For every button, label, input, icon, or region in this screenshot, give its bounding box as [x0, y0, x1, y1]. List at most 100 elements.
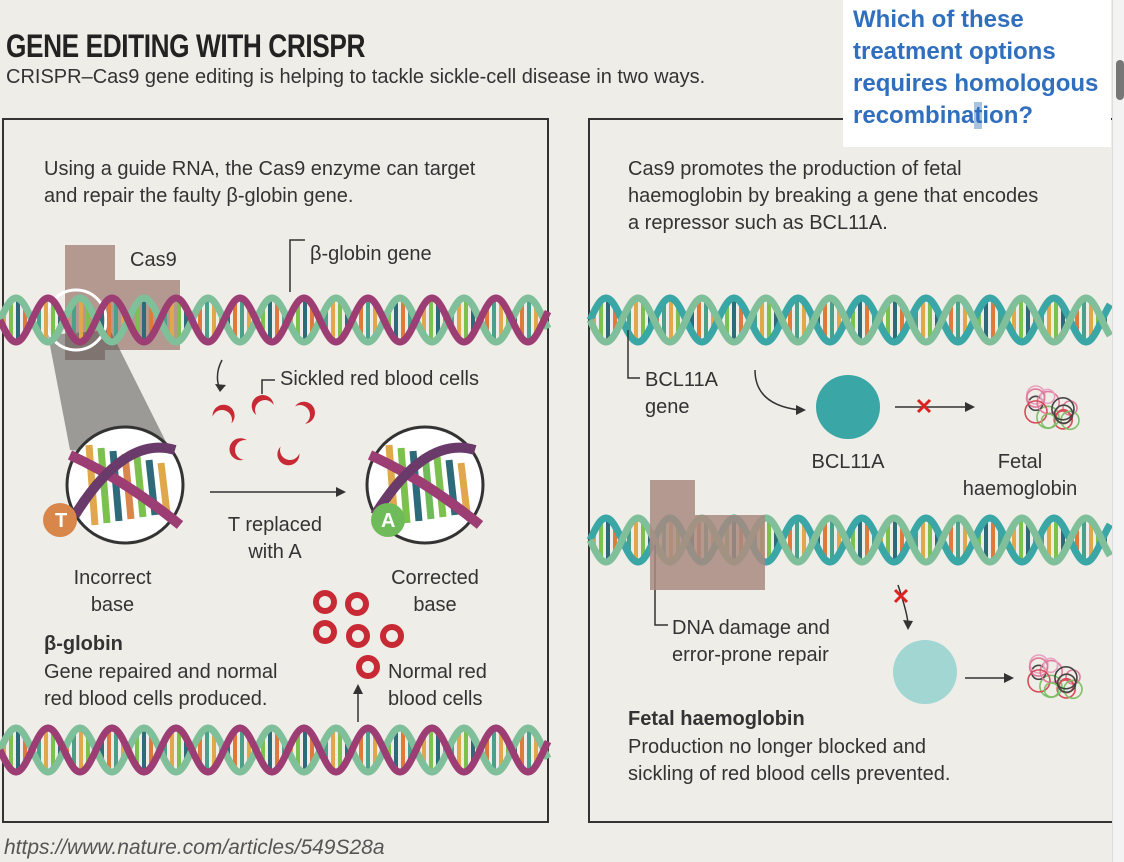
arrow-gene-to-protein: [754, 369, 801, 411]
question-line4: recombination?: [853, 100, 1098, 132]
damage-line2: error-prone repair: [672, 644, 829, 666]
normal-red-cell: [356, 655, 380, 679]
question-text[interactable]: Which of these treatment options require…: [853, 4, 1098, 132]
question-line3: requires homologous: [853, 70, 1099, 97]
fetal-haemoglobin-tangle: [1024, 385, 1080, 431]
dna-damage-label: DNA damage and error-prone repair: [672, 615, 830, 669]
haemoglobin-strand: [1028, 657, 1049, 677]
fetal-haemoglobin-heading: Fetal haemoglobin: [628, 708, 805, 730]
haemoglobin-strand: [1056, 673, 1077, 694]
fetal-haemoglobin-caption: Production no longer blocked and sicklin…: [628, 734, 950, 788]
dna-strand: [0, 294, 552, 346]
dna-helix: [0, 294, 552, 346]
dna-strand: [0, 724, 552, 776]
beta-globin-heading: β-globin: [44, 633, 123, 655]
dna-strand: [586, 294, 1114, 346]
normal-line1: Normal red: [388, 661, 487, 683]
dna-strand: [586, 294, 1114, 346]
right-caption-line2: sickling of red blood cells prevented.: [628, 763, 951, 785]
beta-globin-gene-label: β-globin gene: [310, 243, 432, 265]
fetal-haemoglobin-tangle: [1027, 654, 1083, 700]
badge-t: T: [55, 510, 68, 532]
sickled-red-cell: [251, 395, 274, 415]
sickled-red-cell: [229, 438, 247, 461]
replace-label: T replaced with A: [200, 512, 350, 566]
corrected-line1: Corrected: [391, 567, 479, 589]
haemoglobin-strand: [1054, 666, 1078, 690]
incorrect-base-label: Incorrect base: [40, 565, 185, 619]
blocked-x-icon: [916, 398, 932, 414]
base-pair: [97, 447, 111, 524]
right-caption-line1: Production no longer blocked and: [628, 736, 926, 758]
inactive-bcl11a-circle: [893, 640, 957, 704]
cas9-label: Cas9: [130, 249, 177, 271]
fetal-line2: haemoglobin: [962, 478, 1078, 500]
dna-strand: [70, 442, 177, 518]
cas9-enzyme-shape-right: [650, 480, 765, 590]
sickled-red-cell: [277, 446, 300, 466]
leader-bcl11a: [627, 330, 640, 379]
base-pair: [433, 456, 447, 518]
haemoglobin-strand: [1024, 400, 1048, 424]
beta-globin-caption: Gene repaired and normal red blood cells…: [44, 659, 277, 713]
sickled-red-cell: [212, 404, 235, 424]
bcl11a-gene-label: BCL11A gene: [645, 367, 718, 421]
haemoglobin-strand: [1042, 657, 1059, 674]
haemoglobin-strand: [1027, 669, 1051, 693]
dna-helix: [586, 294, 1114, 346]
left-panel: [2, 118, 549, 823]
base-pair: [157, 462, 171, 514]
page-subtitle: CRISPR–Cas9 gene editing is helping to t…: [6, 66, 706, 88]
haemoglobin-strand: [1056, 679, 1076, 699]
haemoglobin-strand: [1051, 397, 1075, 421]
leader-gene: [289, 239, 305, 292]
question-line4-pre: recombina: [853, 102, 975, 129]
caption-line2: red blood cells produced.: [44, 688, 268, 710]
normal-red-cell: [346, 624, 370, 648]
text-selection-caret[interactable]: t: [974, 102, 983, 129]
question-line2: treatment options: [853, 38, 1056, 65]
fetal-haemoglobin-label: Fetal haemoglobin: [945, 449, 1095, 503]
normal-red-cell: [313, 590, 337, 614]
badge-a-circle: [371, 503, 405, 537]
dna-strand: [367, 450, 484, 529]
base-pair: [133, 456, 147, 518]
corrected-base-label: Corrected base: [360, 565, 510, 619]
caption-line1: Gene repaired and normal: [44, 661, 278, 683]
corrected-line2: base: [413, 594, 457, 616]
damage-line1: DNA damage and: [672, 617, 830, 639]
source-url[interactable]: https://www.nature.com/articles/549S28a: [4, 836, 385, 859]
base-pair: [397, 447, 411, 524]
normal-red-cell: [380, 624, 404, 648]
scrollbar-track[interactable]: [1112, 0, 1124, 862]
replace-label-line2: with A: [248, 541, 302, 563]
right-intro: Cas9 promotes the production of fetal ha…: [628, 158, 1039, 234]
dna-strand: [370, 442, 477, 518]
replace-label-line1: T replaced: [227, 514, 323, 536]
normal-line2: blood cells: [388, 688, 483, 710]
dna-strand: [0, 294, 552, 346]
blocked-x-icon: [893, 588, 909, 604]
haemoglobin-strand: [1025, 388, 1046, 408]
normal-cells-label: Normal red blood cells: [388, 659, 487, 713]
leader-sickled: [261, 379, 275, 394]
left-intro: Using a guide RNA, the Cas9 enzyme can t…: [44, 158, 476, 207]
normal-red-cell: [313, 620, 337, 644]
dna-strand: [67, 450, 184, 529]
fetal-line1: Fetal: [997, 451, 1043, 473]
haemoglobin-strand: [1040, 413, 1057, 429]
bcl11a-protein-label: BCL11A: [811, 451, 885, 473]
question-line4-post: ion?: [982, 102, 1034, 129]
haemoglobin-strand: [1053, 410, 1073, 430]
incorrect-line2: base: [90, 594, 135, 616]
haemoglobin-strand: [1039, 388, 1056, 405]
haemoglobin-strand: [1053, 404, 1074, 425]
dna-strand: [0, 724, 552, 776]
zoom-cone: [48, 330, 175, 460]
badge-a: A: [381, 510, 396, 532]
gene-line1: BCL11A: [645, 369, 719, 391]
incorrect-line1: Incorrect: [73, 567, 152, 589]
normal-red-cell: [345, 592, 369, 616]
scrollbar-thumb[interactable]: [1116, 60, 1124, 100]
